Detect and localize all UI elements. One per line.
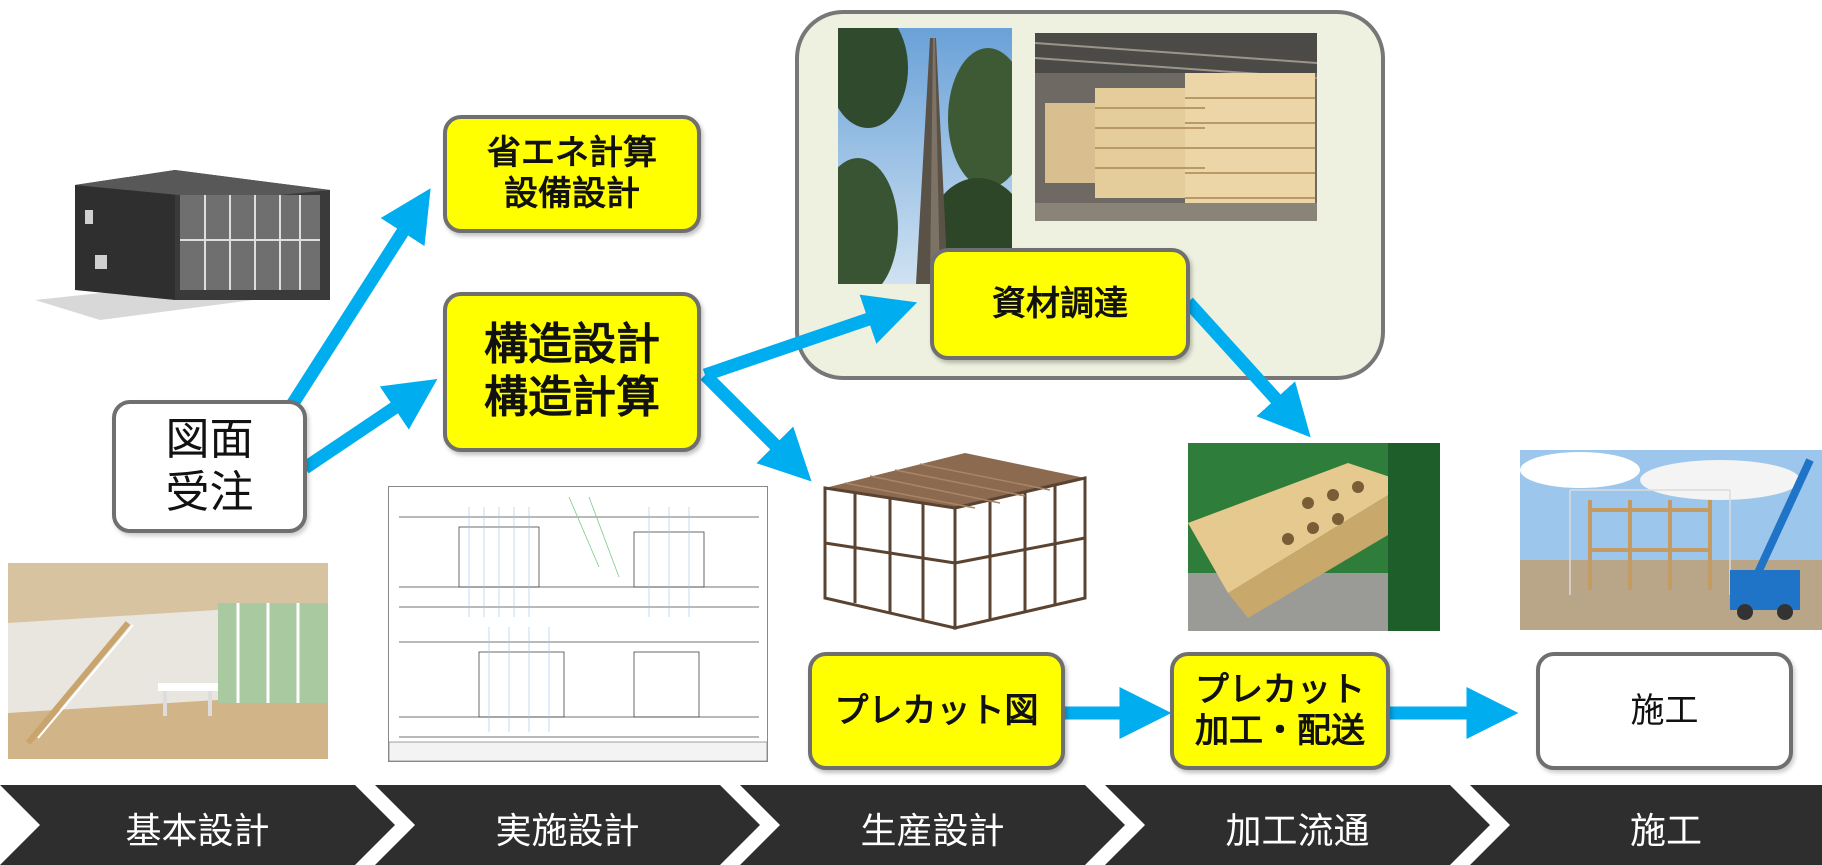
- arrow-structure-to-frame: [700, 370, 812, 482]
- arrow-procurement-to-precut: [1183, 297, 1311, 438]
- stage-chevron-3: [740, 785, 1125, 865]
- stage-detailed-design: 実施設計: [495, 810, 640, 852]
- precut-processing-box: プレカット 加工・配送: [1170, 652, 1390, 770]
- stage-chevron-1: [0, 785, 395, 865]
- construction-site-photo: [1520, 450, 1822, 630]
- precut-processing-line-2: 加工・配送: [1195, 711, 1365, 751]
- precut-machining-photo: [1188, 443, 1440, 631]
- procurement-box: 資材調達: [930, 248, 1190, 360]
- drawing-order-box: 図面 受注: [112, 400, 307, 533]
- stage-chevron-5: [1470, 785, 1822, 865]
- house-3d-model-image: [30, 150, 350, 330]
- structure-design-box: 構造設計 構造計算: [443, 292, 701, 452]
- timber-frame-model-image: [815, 448, 1090, 638]
- precut-drawing-box: プレカット図: [808, 652, 1065, 770]
- forest-tree-photo: [838, 28, 1012, 284]
- arrow-structure-to-procurement: [702, 294, 918, 382]
- stage-production-design: 生産設計: [860, 810, 1005, 852]
- lumber-warehouse-photo: [1035, 33, 1317, 221]
- stage-chevron-band: [0, 785, 1822, 865]
- precut-drawing-label: プレカット図: [834, 690, 1039, 731]
- energy-calc-line-2: 設備設計: [504, 174, 640, 214]
- energy-calc-box: 省エネ計算 設備設計: [443, 115, 701, 233]
- structure-design-line-2: 構造計算: [484, 372, 660, 423]
- construction-box: 施工: [1536, 652, 1793, 770]
- construction-label: 施工: [1630, 690, 1699, 731]
- stage-chevron-4: [1105, 785, 1490, 865]
- arrow-order-to-structure: [301, 378, 438, 474]
- arrow-order-to-energy: [284, 188, 431, 412]
- procurement-label: 資材調達: [992, 283, 1128, 324]
- structure-design-line-1: 構造設計: [484, 319, 660, 371]
- drawing-order-line-1: 図面: [165, 413, 254, 465]
- precut-processing-line-1: プレカット: [1195, 670, 1365, 711]
- interior-photo: [8, 563, 328, 759]
- drawing-order-line-2: 受注: [165, 466, 254, 518]
- energy-calc-line-1: 省エネ計算: [487, 133, 657, 174]
- stage-processing-distribution: 加工流通: [1225, 810, 1370, 852]
- stage-chevron-2: [375, 785, 760, 865]
- stage-basic-design: 基本設計: [125, 810, 270, 852]
- stage-construction: 施工: [1629, 810, 1702, 852]
- construction-drawing-sheet: [388, 486, 768, 762]
